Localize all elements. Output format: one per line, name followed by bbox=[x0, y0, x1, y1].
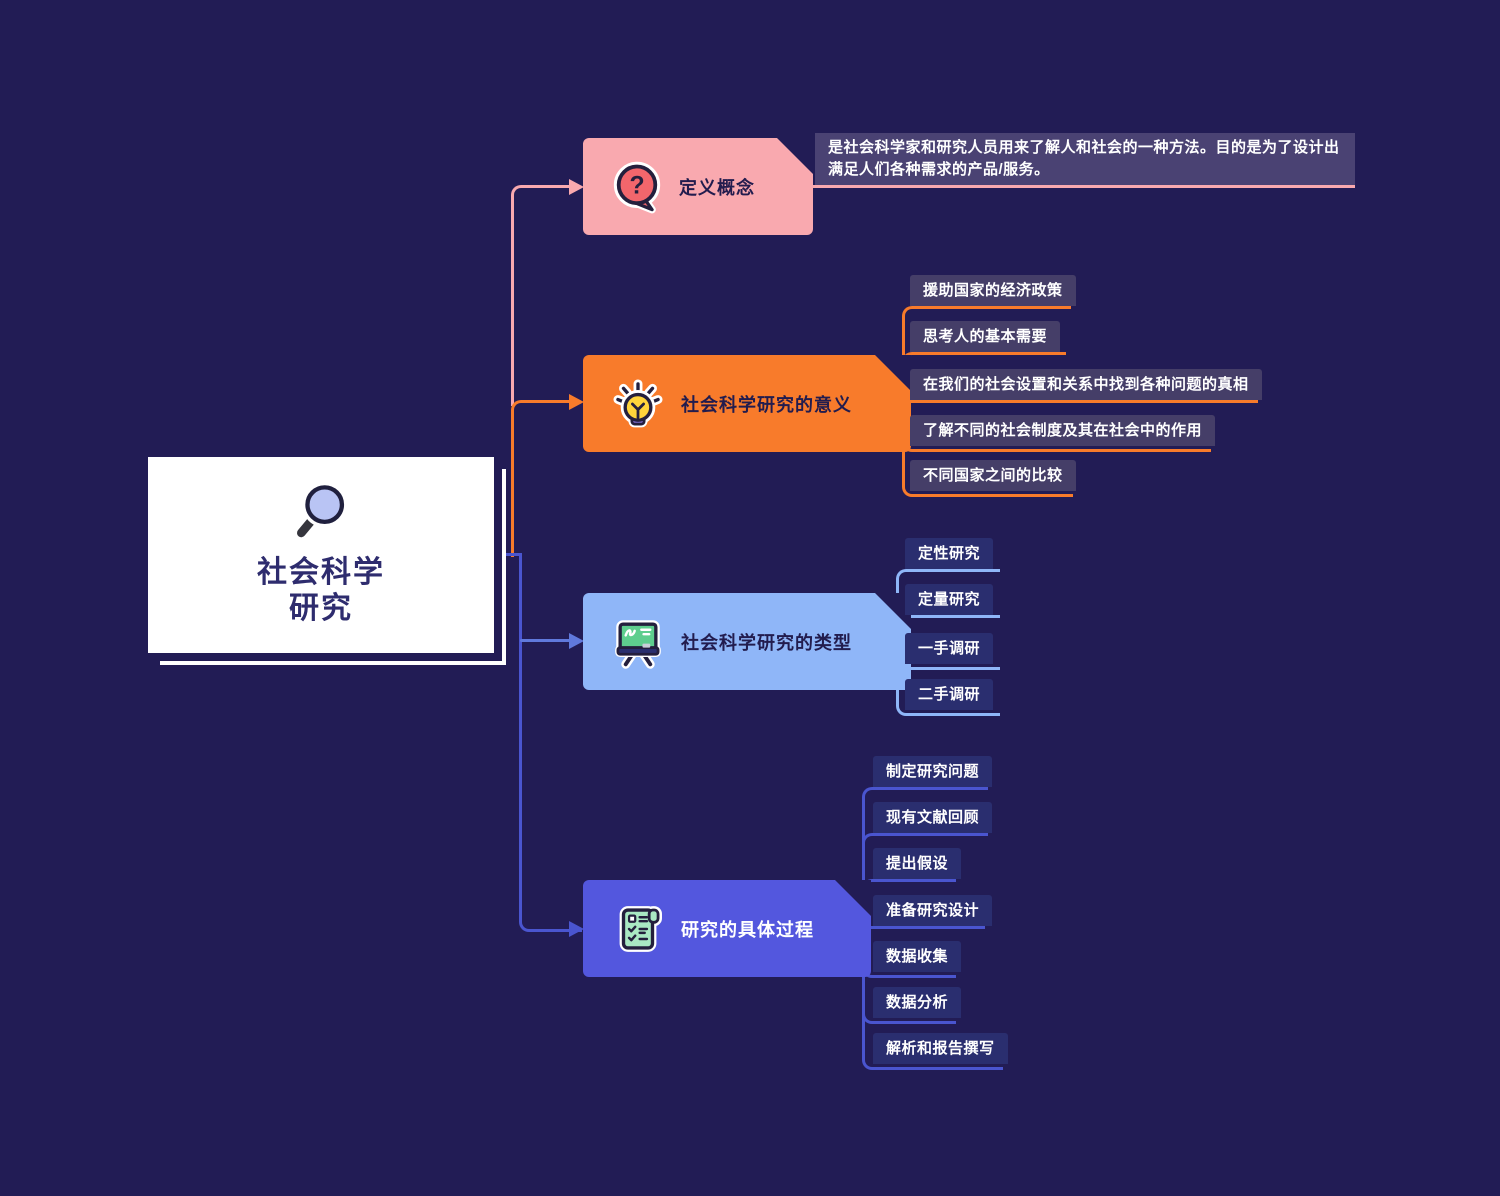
types-item-4[interactable]: 二手调研 bbox=[905, 679, 994, 710]
connector-process-child-7 bbox=[862, 926, 1003, 1070]
connector-root-stub bbox=[495, 553, 522, 556]
process-item-6[interactable]: 数据分析 bbox=[873, 987, 962, 1018]
checklist-icon bbox=[619, 905, 662, 952]
lightbulb-icon bbox=[613, 378, 663, 427]
significance-item-4[interactable]: 了解不同的社会制度及其在社会中的作用 bbox=[910, 415, 1216, 446]
significance-item-1[interactable]: 援助国家的经济政策 bbox=[910, 275, 1076, 306]
significance-item-5[interactable]: 不同国家之间的比较 bbox=[910, 460, 1076, 491]
significance-arrowhead bbox=[569, 394, 584, 410]
root-title-line1: 社会科学 bbox=[257, 556, 385, 589]
significance-item-3[interactable]: 在我们的社会设置和关系中找到各种问题的真相 bbox=[910, 369, 1262, 400]
node-significance-label: 社会科学研究的意义 bbox=[681, 394, 852, 415]
question-bubble-icon: ? bbox=[613, 161, 661, 213]
node-define-concept[interactable]: ? 定义概念 bbox=[583, 138, 813, 235]
connector-significance-branch bbox=[511, 400, 574, 557]
types-item-2[interactable]: 定量研究 bbox=[905, 584, 994, 615]
process-item-4[interactable]: 准备研究设计 bbox=[873, 895, 993, 926]
define-arrowhead bbox=[569, 179, 584, 195]
chalkboard-icon bbox=[615, 619, 661, 669]
significance-item-2[interactable]: 思考人的基本需要 bbox=[910, 321, 1061, 352]
node-significance[interactable]: 社会科学研究的意义 bbox=[583, 355, 911, 452]
types-item-1[interactable]: 定性研究 bbox=[905, 538, 994, 569]
process-item-2[interactable]: 现有文献回顾 bbox=[873, 802, 993, 833]
node-process[interactable]: 研究的具体过程 bbox=[583, 880, 871, 977]
process-item-1[interactable]: 制定研究问题 bbox=[873, 756, 993, 787]
process-item-5[interactable]: 数据收集 bbox=[873, 941, 962, 972]
node-process-label: 研究的具体过程 bbox=[681, 919, 814, 940]
connector-process-branch bbox=[519, 554, 582, 932]
connector-define-branch bbox=[511, 185, 574, 406]
root-title-line2: 研究 bbox=[289, 592, 353, 625]
process-item-3[interactable]: 提出假设 bbox=[873, 848, 962, 879]
node-define-concept-label: 定义概念 bbox=[679, 177, 755, 198]
types-item-3[interactable]: 一手调研 bbox=[905, 633, 994, 664]
types-arrowhead bbox=[569, 633, 584, 649]
connector-process-child-4 bbox=[845, 926, 985, 929]
root-node[interactable]: 社会科学 研究 bbox=[148, 457, 494, 653]
connector-types-branch bbox=[520, 639, 570, 642]
node-types-label: 社会科学研究的类型 bbox=[681, 632, 852, 653]
node-types[interactable]: 社会科学研究的类型 bbox=[583, 593, 911, 690]
svg-text:?: ? bbox=[629, 172, 644, 199]
note-define-concept[interactable]: 是社会科学家和研究人员用来了解人和社会的一种方法。目的是为了设计出满足人们各种需… bbox=[815, 133, 1355, 185]
magnifier-icon bbox=[293, 481, 348, 541]
process-arrowhead bbox=[569, 921, 584, 937]
connector-note bbox=[787, 185, 1355, 188]
process-item-7[interactable]: 解析和报告撰写 bbox=[873, 1033, 1008, 1064]
